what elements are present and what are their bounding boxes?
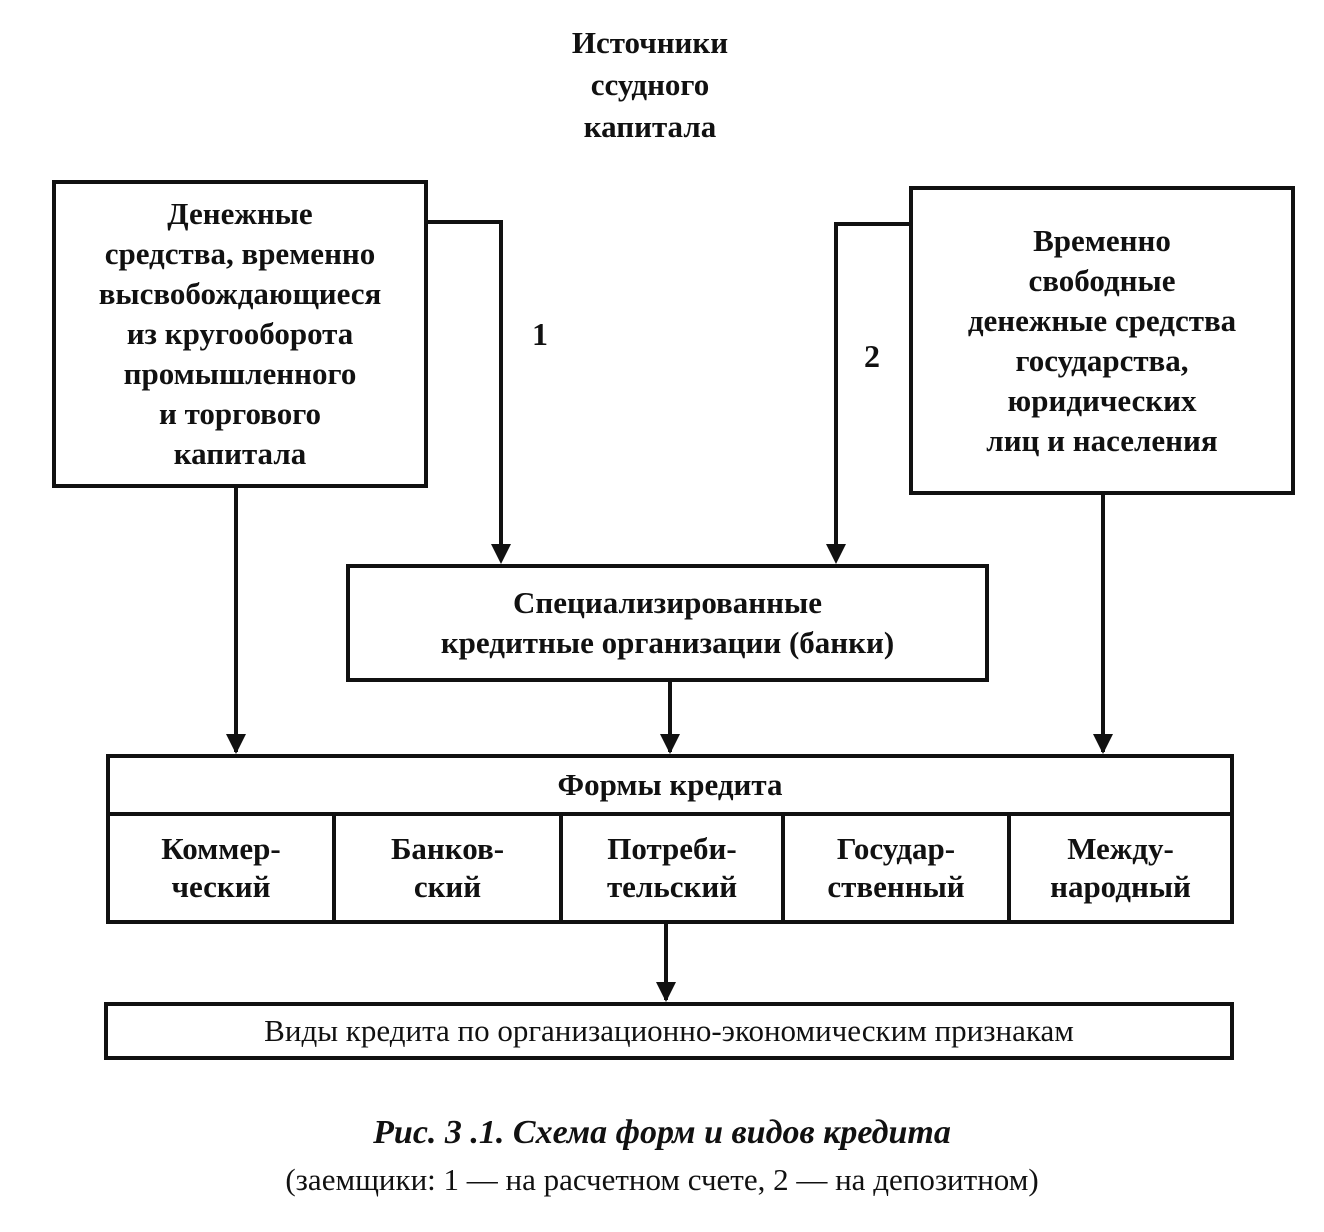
form-state: Государ- ственный [781, 816, 1007, 920]
left-source-box: Денежные средства, временно высвобождающ… [52, 180, 428, 488]
diagram-title: Источники ссудного капитала [571, 25, 729, 144]
arrow-forms-to-types-head [656, 982, 676, 1002]
form-bank: Банков- ский [332, 816, 559, 920]
figure-caption-note: (заемщики: 1 — на расчетном счете, 2 — н… [285, 1162, 1039, 1197]
route-label-1: 1 [532, 316, 548, 352]
forms-row: Коммер- ческий Банков- ский Потреби- тел… [106, 812, 1234, 924]
arrow-banks-to-forms-head [660, 734, 680, 754]
right-source-text: Временно свободные денежные средства гос… [967, 222, 1237, 458]
figure-caption: Рис. 3 .1. Схема форм и видов кредита [373, 1114, 951, 1151]
arrow-left-to-forms-head [226, 734, 246, 754]
arrow-left-to-banks [426, 220, 503, 560]
left-source-text: Денежные средства, временно высвобождающ… [98, 196, 382, 471]
right-source-box: Временно свободные денежные средства гос… [909, 186, 1295, 495]
banks-text: Специализированные кредитные организации… [440, 585, 895, 660]
form-commercial: Коммер- ческий [161, 831, 281, 904]
banks-box: Специализированные кредитные организации… [346, 564, 989, 682]
arrow-right-to-forms-head [1093, 734, 1113, 754]
forms-header-box: Формы кредита [106, 754, 1234, 816]
route-label-2: 2 [864, 338, 880, 374]
forms-header-text: Формы кредита [557, 767, 783, 802]
credit-types-text: Виды кредита по организационно-экономиче… [264, 1013, 1074, 1048]
form-international: Между- народный [1007, 816, 1230, 920]
credit-types-box: Виды кредита по организационно-экономиче… [104, 1002, 1234, 1060]
arrow-right-to-banks [834, 222, 911, 560]
form-consumer: Потреби- тельский [559, 816, 781, 920]
arrow-right-to-banks-head [826, 544, 846, 564]
arrow-left-to-banks-head [491, 544, 511, 564]
